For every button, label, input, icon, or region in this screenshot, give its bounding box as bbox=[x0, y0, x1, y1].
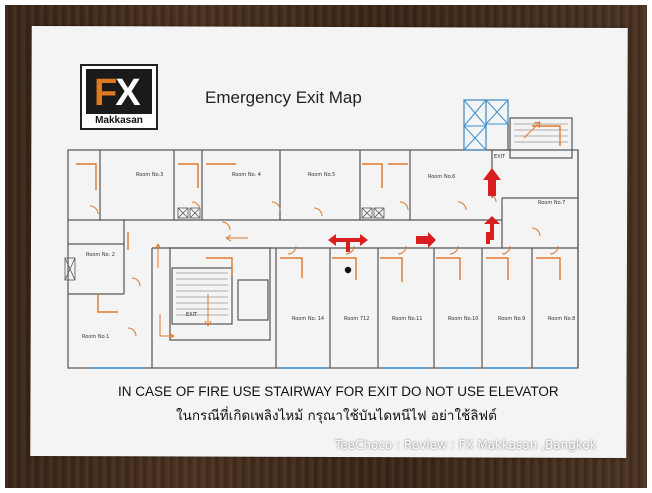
logo-letters: FX bbox=[94, 71, 141, 115]
exit-left-label: EXIT bbox=[186, 312, 198, 318]
room-7-label: Room No.7 bbox=[538, 200, 565, 206]
photo-watermark: TeeChoco : Review : FX Makkasan ,Bangkok bbox=[335, 438, 597, 452]
you-are-here-dot bbox=[344, 266, 352, 274]
bathroom-walls bbox=[76, 125, 561, 313]
fire-warning-thai: ในกรณีที่เกิดเพลิงไหม้ กรุณาใช้บันไดหนีไ… bbox=[176, 408, 497, 424]
room-8-label: Room No.8 bbox=[548, 316, 575, 322]
elevator-boxes bbox=[64, 207, 385, 281]
room-10-label: Room No.10 bbox=[448, 316, 479, 322]
room-5-label: Room No.5 bbox=[308, 172, 335, 178]
room-6-label: Room No.6 bbox=[428, 174, 455, 180]
fire-warning-english: IN CASE OF FIRE USE STAIRWAY FOR EXIT DO… bbox=[118, 384, 559, 399]
exit-right-label: EXIT bbox=[494, 154, 506, 160]
room-1-label: Room No.1 bbox=[82, 334, 109, 340]
map-title: Emergency Exit Map bbox=[205, 88, 362, 107]
room-4-label: Room No. 4 bbox=[232, 172, 261, 178]
red-exit-arrows bbox=[328, 168, 501, 252]
fx-logo: FX Makkasan bbox=[80, 64, 158, 130]
room-2-label: Room No. 2 bbox=[86, 252, 115, 258]
room-11-label: Room No.11 bbox=[392, 316, 423, 322]
logo-subtitle: Makkasan bbox=[95, 115, 143, 126]
outline-arrows bbox=[154, 121, 541, 340]
stair-hatching bbox=[176, 123, 568, 316]
room-9-label: Room No.9 bbox=[498, 316, 525, 322]
room-712-label: Room 712 bbox=[344, 316, 369, 322]
room-labels: Room No.3 Room No. 4 Room No.5 Room No.6… bbox=[82, 154, 575, 340]
room-14-label: Room No. 14 bbox=[292, 316, 324, 322]
door-arcs bbox=[89, 193, 559, 337]
logo-letter-f: F bbox=[94, 72, 117, 114]
floor-plan: Room No.3 Room No. 4 Room No.5 Room No.6… bbox=[64, 99, 579, 369]
logo-block: FX bbox=[86, 69, 152, 114]
blue-stair-tower bbox=[463, 99, 509, 151]
room-3-label: Room No.3 bbox=[136, 172, 163, 178]
logo-letter-x: X bbox=[115, 72, 140, 114]
